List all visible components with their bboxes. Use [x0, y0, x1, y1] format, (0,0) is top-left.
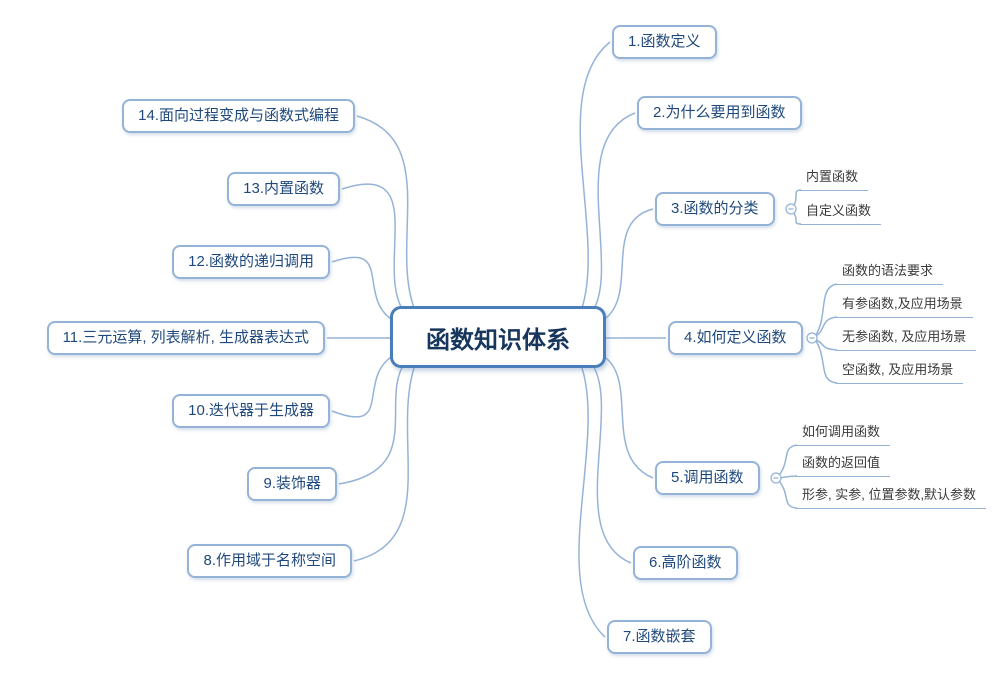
- topic-10[interactable]: 10.迭代器于生成器: [172, 394, 330, 428]
- connector-topic3-child-2: [793, 212, 802, 225]
- connector-center-topic-5: [599, 353, 654, 479]
- topic-12[interactable]: 12.函数的递归调用: [172, 245, 330, 279]
- connector-topic4-child-2: [815, 316, 838, 337]
- topic-11[interactable]: 11.三元运算, 列表解析, 生成器表达式: [46, 321, 325, 355]
- connector-center-topic-13: [341, 183, 405, 313]
- connector-center-topic-10: [331, 353, 397, 418]
- subtopic-4-2[interactable]: 有参函数,及应用场景: [836, 296, 973, 318]
- subtopic-4-4[interactable]: 空函数, 及应用场景: [836, 362, 964, 384]
- connector-center-topic-1: [579, 41, 611, 309]
- subtopic-5-2[interactable]: 函数的返回值: [796, 455, 891, 477]
- connector-topic5-child-3: [779, 481, 798, 509]
- subtopic-4-1[interactable]: 函数的语法要求: [836, 263, 944, 285]
- subtopic-5-1[interactable]: 如何调用函数: [796, 424, 891, 446]
- collapse-toggle-icon[interactable]: [785, 203, 797, 215]
- collapse-toggle-icon[interactable]: [770, 472, 782, 484]
- topic-3[interactable]: 3.函数的分类: [655, 192, 775, 226]
- topic-2[interactable]: 2.为什么要用到函数: [637, 96, 802, 130]
- topic-7[interactable]: 7.函数嵌套: [607, 620, 712, 654]
- topic-5[interactable]: 5.调用函数: [655, 461, 760, 495]
- central-topic[interactable]: 函数知识体系: [390, 306, 606, 368]
- connector-center-topic-8: [353, 367, 415, 562]
- collapse-toggle-icon[interactable]: [806, 332, 818, 344]
- connector-center-topic-12: [331, 256, 397, 323]
- topic-4[interactable]: 4.如何定义函数: [668, 321, 803, 355]
- subtopic-5-3[interactable]: 形参, 实参, 位置参数,默认参数: [796, 487, 987, 509]
- topic-13[interactable]: 13.内置函数: [227, 172, 340, 206]
- topic-9[interactable]: 9.装饰器: [247, 467, 337, 501]
- subtopic-3-1[interactable]: 内置函数: [800, 169, 869, 191]
- connector-center-topic-6: [591, 363, 632, 564]
- connector-center-topic-7: [578, 367, 606, 638]
- topic-8[interactable]: 8.作用域于名称空间: [187, 544, 352, 578]
- connector-center-topic-14: [356, 115, 415, 309]
- connector-topic4-child-3: [815, 339, 838, 351]
- connector-topic4-child-4: [815, 340, 838, 384]
- subtopic-4-3[interactable]: 无参函数, 及应用场景: [836, 329, 977, 351]
- topic-6[interactable]: 6.高阶函数: [633, 546, 738, 580]
- connector-topic4-child-1: [815, 283, 838, 336]
- connector-center-topic-2: [591, 112, 636, 313]
- connector-center-topic-3: [599, 208, 654, 323]
- connector-topic3-child-1: [793, 189, 802, 206]
- connector-topic5-child-1: [779, 444, 798, 475]
- topic-1[interactable]: 1.函数定义: [612, 25, 717, 59]
- connector-center-topic-9: [338, 363, 405, 485]
- subtopic-3-2[interactable]: 自定义函数: [800, 203, 882, 225]
- topic-14[interactable]: 14.面向过程变成与函数式编程: [122, 99, 355, 133]
- connector-topic5-child-2: [779, 475, 798, 479]
